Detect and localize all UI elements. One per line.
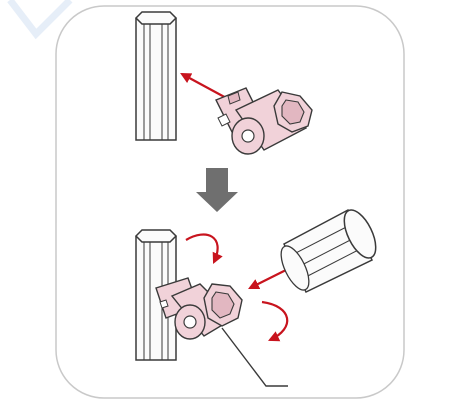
- rotate-arrow-icon: [185, 233, 223, 264]
- panel-frame: [55, 5, 405, 399]
- joint-connector-bottom: [155, 277, 243, 340]
- rotate-arrow-icon: [261, 300, 289, 342]
- vertical-tube-bottom: [134, 229, 178, 361]
- step-1: [134, 11, 313, 155]
- watermark-stroke: [7, 0, 73, 40]
- red-arrow-icon: [248, 267, 291, 289]
- step-2: [134, 208, 377, 387]
- leader-line: [221, 327, 288, 387]
- vertical-tube-top: [134, 11, 178, 141]
- down-arrow-icon: [196, 168, 238, 212]
- red-arrow-icon: [180, 72, 231, 101]
- diagonal-tube: [280, 208, 377, 294]
- joint-connector-top: [215, 87, 313, 155]
